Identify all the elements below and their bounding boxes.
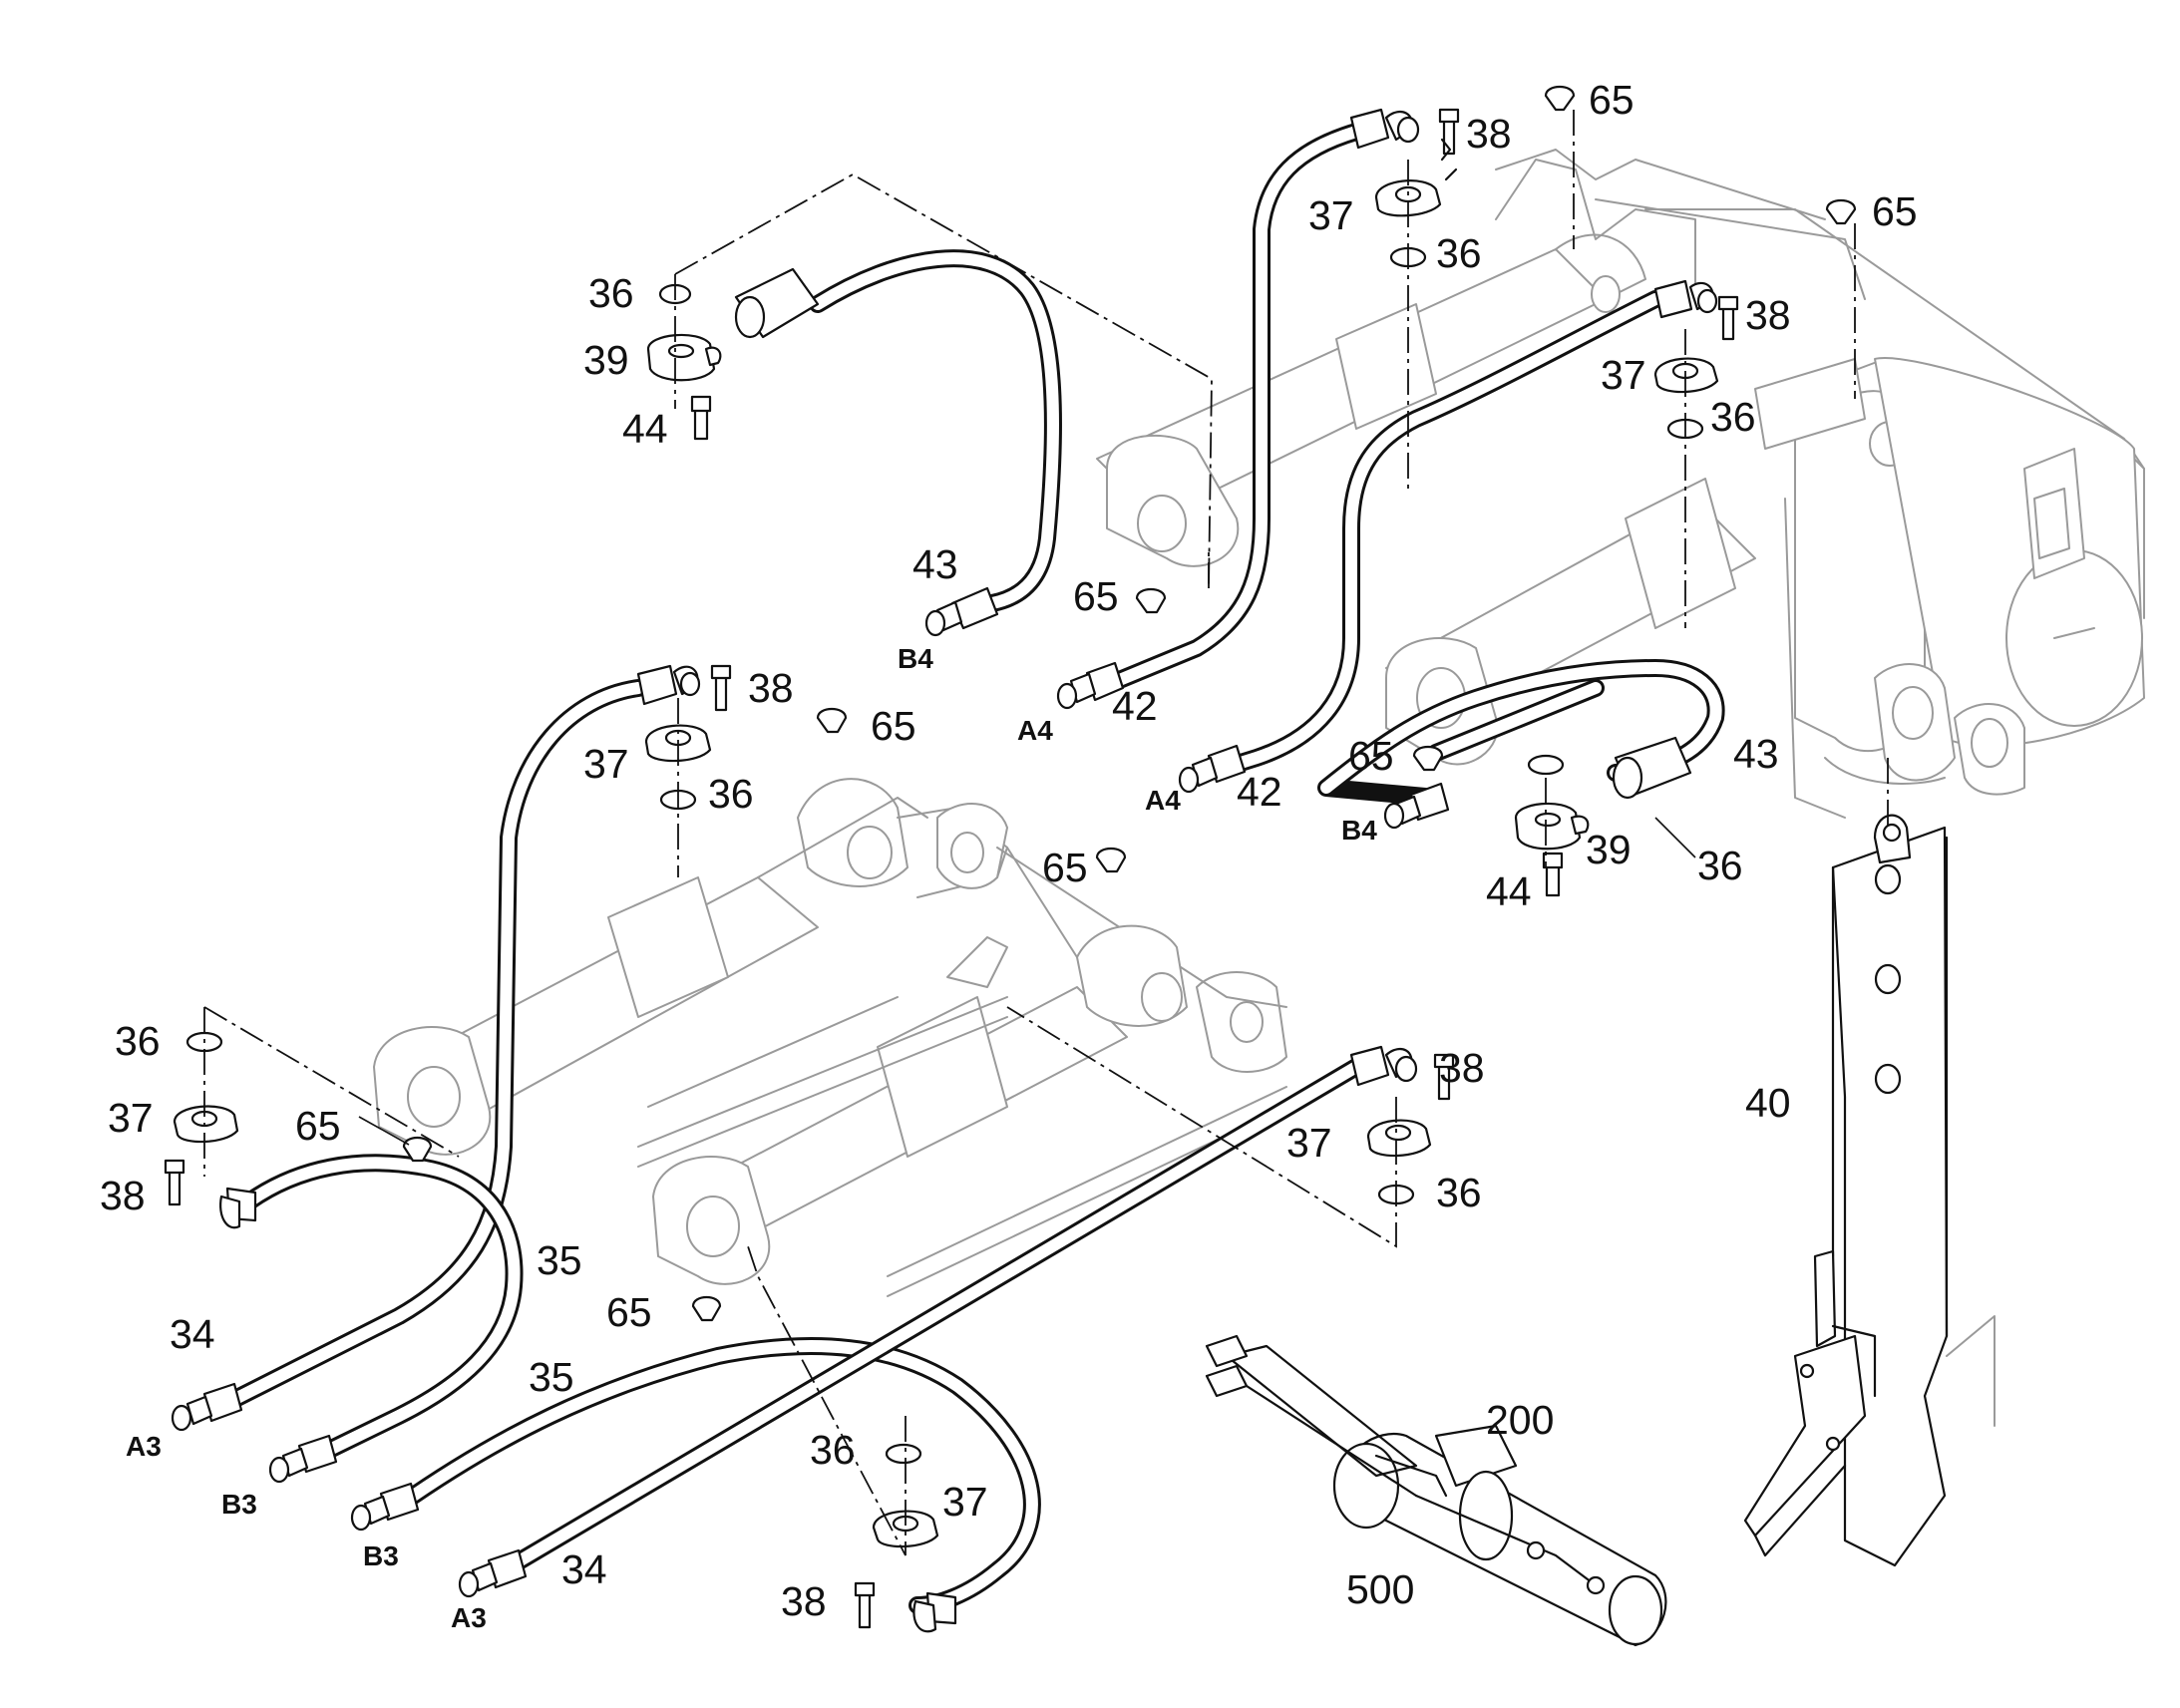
- ripper-shank: [1743, 814, 1996, 1567]
- hardware: [164, 85, 1857, 1629]
- label-37: 37: [108, 1095, 154, 1141]
- leader-lines: [358, 817, 1696, 1146]
- part-labels: 36 39 44 43 65 38 65 37 36 65 38 37 36 4…: [100, 77, 1918, 1624]
- hose-35-left: [219, 1154, 524, 1484]
- hose-42-lower: [1178, 279, 1718, 794]
- label-38: 38: [100, 1173, 146, 1218]
- label-37: 37: [1308, 192, 1354, 238]
- hose-35-lower: [350, 1337, 1041, 1633]
- label-500: 500: [1346, 1566, 1414, 1612]
- label-40: 40: [1745, 1080, 1791, 1126]
- port-label-b4: B4: [898, 643, 933, 674]
- label-35: 35: [537, 1237, 582, 1283]
- label-43: 43: [912, 541, 958, 587]
- label-36: 36: [1436, 230, 1482, 276]
- label-65: 65: [1348, 733, 1394, 779]
- label-37: 37: [583, 741, 629, 787]
- hose-43-upper-left: [734, 249, 1062, 637]
- label-34: 34: [170, 1311, 215, 1357]
- cylinder-assembly-200-500: [1205, 1334, 1667, 1647]
- label-44: 44: [1486, 868, 1532, 914]
- label-38: 38: [1745, 292, 1791, 338]
- upper-right-frame: [1096, 149, 2145, 819]
- label-36: 36: [810, 1427, 856, 1473]
- label-38: 38: [1466, 111, 1512, 157]
- label-65: 65: [1872, 188, 1918, 234]
- label-38: 38: [1439, 1045, 1485, 1091]
- label-34: 34: [561, 1546, 607, 1592]
- label-65: 65: [1589, 77, 1635, 123]
- label-65: 65: [1042, 845, 1088, 890]
- port-label-b4: B4: [1341, 815, 1377, 846]
- lower-left-frame: [373, 778, 1287, 1297]
- hose-43-right: [1317, 659, 1725, 830]
- label-36: 36: [708, 771, 754, 817]
- label-35: 35: [529, 1354, 574, 1400]
- label-36: 36: [1697, 843, 1743, 888]
- label-65: 65: [871, 703, 916, 749]
- port-label-a4: A4: [1145, 785, 1181, 816]
- label-65: 65: [1073, 573, 1119, 619]
- label-36: 36: [588, 270, 634, 316]
- port-label-b3: B3: [363, 1540, 399, 1571]
- label-42: 42: [1237, 769, 1282, 815]
- label-37: 37: [942, 1479, 988, 1525]
- center-lines: [203, 110, 1889, 1556]
- port-label-b3: B3: [221, 1489, 257, 1520]
- label-38: 38: [781, 1578, 827, 1624]
- label-36: 36: [1436, 1170, 1482, 1215]
- label-37: 37: [1601, 352, 1646, 398]
- hose-34-lower: [458, 1045, 1418, 1598]
- label-36: 36: [1710, 394, 1756, 440]
- label-36: 36: [115, 1018, 161, 1064]
- label-43: 43: [1733, 731, 1779, 777]
- label-65: 65: [606, 1289, 652, 1335]
- port-label-a3: A3: [126, 1431, 162, 1462]
- hose-42-upper: [1056, 108, 1420, 710]
- port-labels: B4 A4 A4 B4 A3 B3 B3 A3: [126, 643, 1377, 1633]
- label-39: 39: [583, 337, 629, 383]
- label-42: 42: [1112, 683, 1158, 729]
- hose-34-left: [171, 664, 701, 1432]
- label-37: 37: [1286, 1120, 1332, 1166]
- port-label-a4: A4: [1017, 715, 1053, 746]
- label-44: 44: [622, 406, 668, 452]
- label-38: 38: [748, 665, 794, 711]
- port-label-a3: A3: [451, 1602, 487, 1633]
- label-65: 65: [295, 1103, 341, 1149]
- label-200: 200: [1486, 1397, 1554, 1443]
- label-39: 39: [1586, 827, 1632, 872]
